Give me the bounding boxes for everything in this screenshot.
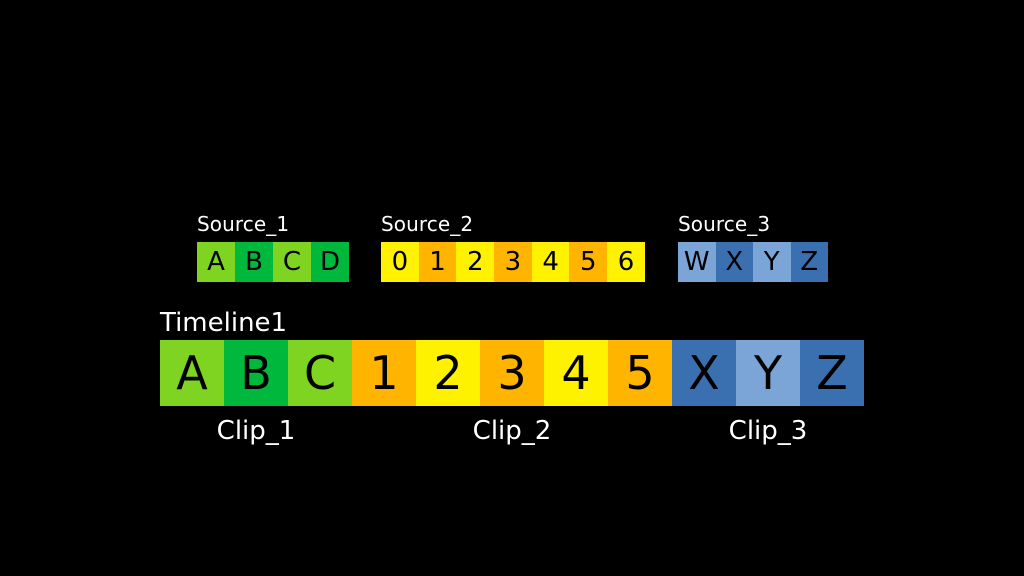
source-2-frame-0[interactable]: 0 <box>381 242 419 282</box>
source-2-frame-6[interactable]: 6 <box>607 242 645 282</box>
source-2-frame-1[interactable]: 1 <box>418 242 457 282</box>
timeline-frame-3[interactable]: 3 <box>480 340 544 406</box>
source-2-frame-5[interactable]: 5 <box>569 242 608 282</box>
timeline-frame-C[interactable]: C <box>288 340 352 406</box>
source-label-3: Source_3 <box>678 212 771 236</box>
source-3-frame-Y[interactable]: Y <box>753 242 791 282</box>
timeline-frame-1[interactable]: 1 <box>352 340 416 406</box>
timeline-frame-5[interactable]: 5 <box>608 340 672 406</box>
source-1-frame-A[interactable]: A <box>197 242 235 282</box>
timeline-frame-A[interactable]: A <box>160 340 224 406</box>
timeline-frame-B[interactable]: B <box>224 340 288 406</box>
timeline-frame-2[interactable]: 2 <box>416 340 480 406</box>
source-1-frame-C[interactable]: C <box>273 242 311 282</box>
source-2-frame-2[interactable]: 2 <box>456 242 495 282</box>
source-3-frame-Z[interactable]: Z <box>790 242 828 282</box>
source-3-frame-X[interactable]: X <box>715 242 753 282</box>
timeline-label: Timeline1 <box>160 308 288 338</box>
clip-label-3: Clip_3 <box>728 416 808 446</box>
source-2-frame-4[interactable]: 4 <box>531 242 570 282</box>
clip-label-1: Clip_1 <box>216 416 296 446</box>
source-label-1: Source_1 <box>197 212 290 236</box>
timeline-frame-4[interactable]: 4 <box>544 340 608 406</box>
timeline-frame-Y[interactable]: Y <box>736 340 800 406</box>
source-1-frame-B[interactable]: B <box>235 242 273 282</box>
source-2-frame-3[interactable]: 3 <box>494 242 532 282</box>
clip-label-2: Clip_2 <box>472 416 552 446</box>
timeline-frame-Z[interactable]: Z <box>800 340 864 406</box>
source-label-2: Source_2 <box>381 212 474 236</box>
source-3-frame-W[interactable]: W <box>678 242 716 282</box>
source-1-frame-D[interactable]: D <box>311 242 349 282</box>
timeline-frame-X[interactable]: X <box>672 340 736 406</box>
